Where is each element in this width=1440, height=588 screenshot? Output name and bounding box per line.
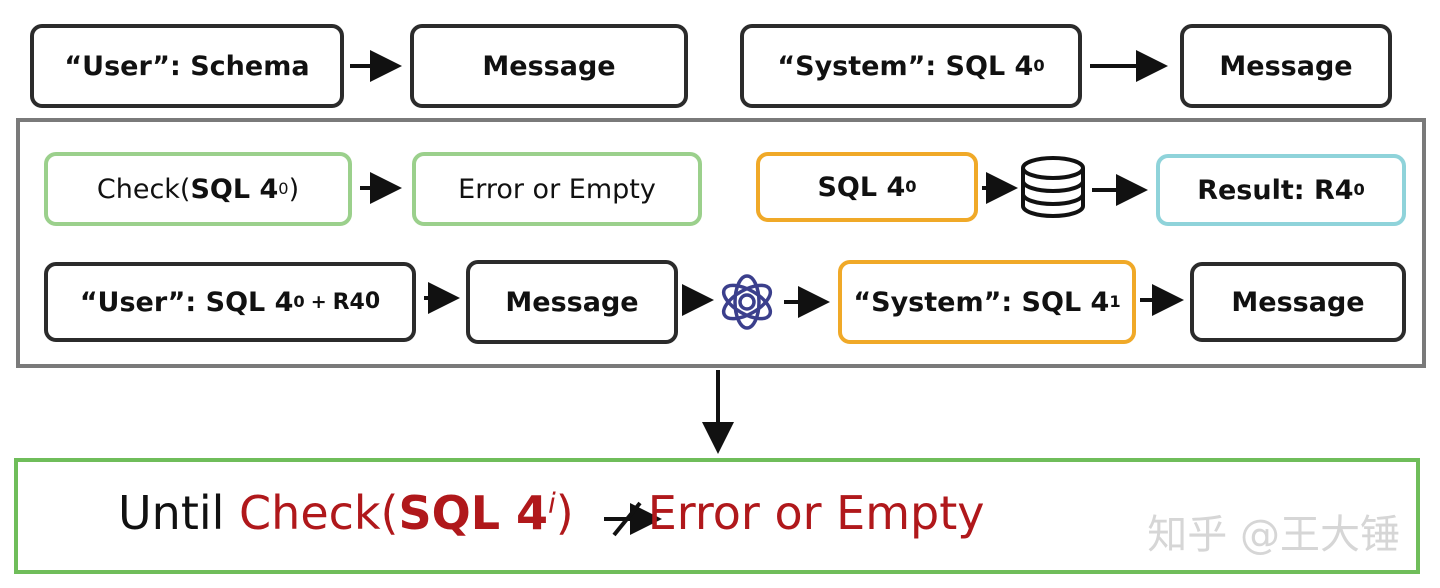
final-check-prefix: Check( bbox=[239, 486, 399, 540]
message-label-d: Message bbox=[1231, 286, 1365, 318]
message-box-a: Message bbox=[410, 24, 688, 108]
result-label: Result: R4 bbox=[1197, 174, 1354, 206]
error-empty-label: Error or Empty bbox=[458, 173, 656, 205]
termination-condition: Until Check(SQL 4i) Error or Empty bbox=[118, 486, 984, 540]
openai-logo-icon bbox=[721, 274, 773, 330]
system-sql1-prefix: “System”: SQL 4 bbox=[853, 286, 1110, 318]
until-word: Until bbox=[118, 486, 240, 540]
final-result: Error or Empty bbox=[647, 486, 985, 540]
user-schema-word: Schema bbox=[190, 50, 310, 82]
user-schema-box: “User”: Schema bbox=[30, 24, 344, 108]
user-sql-prefix: “User”: SQL 4 bbox=[79, 286, 294, 318]
message-box-d: Message bbox=[1190, 262, 1406, 342]
termination-box bbox=[14, 458, 1420, 574]
user-schema-prefix: “User”: bbox=[64, 50, 181, 82]
sql-box-label: SQL 4 bbox=[817, 171, 906, 203]
check-sql: SQL 4 bbox=[190, 173, 279, 205]
user-sql-r: R4 bbox=[332, 289, 365, 315]
final-check-suffix: ) bbox=[555, 486, 574, 540]
message-label-a: Message bbox=[482, 50, 616, 82]
iteration-panel bbox=[16, 118, 1426, 368]
database-icon bbox=[1021, 156, 1085, 218]
message-box-c: Message bbox=[466, 260, 678, 344]
final-check-sup: i bbox=[548, 486, 556, 520]
check-suffix: ) bbox=[288, 173, 300, 205]
error-empty-box: Error or Empty bbox=[412, 152, 702, 226]
check-prefix: Check( bbox=[96, 173, 191, 205]
message-label-b: Message bbox=[1219, 50, 1353, 82]
arrow-negation-slash bbox=[612, 501, 642, 537]
message-box-b: Message bbox=[1180, 24, 1392, 108]
system-sql-prefix: “System”: SQL 4 bbox=[777, 50, 1034, 82]
message-label-c: Message bbox=[505, 286, 639, 318]
watermark: 知乎 @王大锤 bbox=[1147, 512, 1400, 558]
final-check-sql: SQL 4 bbox=[398, 486, 549, 540]
user-sql-plus: + bbox=[310, 291, 327, 313]
